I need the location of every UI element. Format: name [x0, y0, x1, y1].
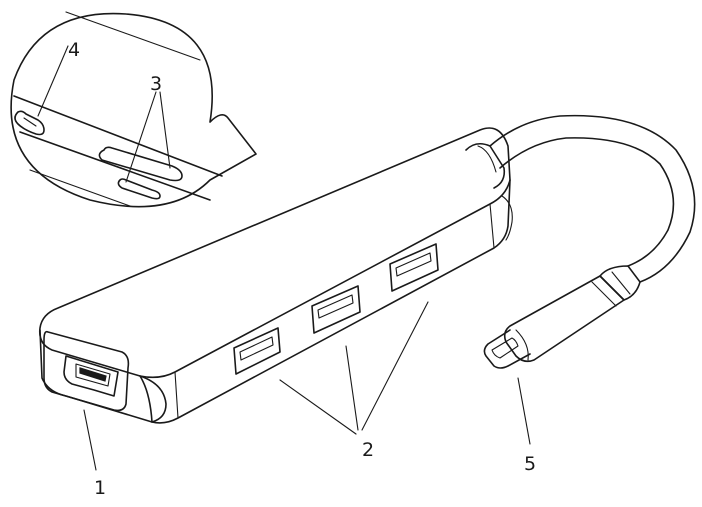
hub-end-cap	[139, 375, 167, 423]
leader-2c	[361, 301, 429, 431]
cable	[465, 114, 696, 301]
cable-inner	[499, 137, 675, 267]
callout-3: 3	[150, 73, 162, 95]
hub-top-face	[38, 127, 511, 379]
hub-front-face	[39, 179, 511, 424]
usb-a-ports	[233, 243, 439, 375]
leader-lines	[37, 45, 531, 471]
usb-c-port-detail	[14, 110, 45, 136]
usb-a-port-3	[389, 243, 439, 292]
magnifier-outline	[10, 12, 257, 208]
leader-1	[83, 409, 97, 471]
leader-5	[517, 377, 531, 445]
leader-3a	[125, 91, 157, 183]
usb-c-plug	[483, 275, 625, 369]
hub-bevel-line	[174, 371, 179, 419]
callout-2: 2	[362, 439, 374, 461]
usb-a-port-2	[311, 285, 361, 334]
callout-5: 5	[524, 453, 536, 475]
cable-hub-strain-relief	[465, 142, 506, 189]
card-slots-detail	[98, 146, 183, 200]
hdmi-port	[43, 330, 130, 412]
usb-c-plug-tip	[483, 329, 531, 369]
usb-a-port-1	[233, 327, 281, 375]
leader-2b	[345, 345, 359, 431]
usb-c-plug-housing	[503, 275, 625, 363]
hdmi-port-frame	[43, 330, 130, 412]
micro-sd-slot	[117, 178, 161, 200]
hdmi-socket	[63, 355, 119, 397]
sd-card-slot	[98, 146, 183, 182]
hub-body	[38, 127, 513, 424]
detail-magnifier	[10, 11, 257, 208]
callout-4: 4	[68, 39, 80, 61]
leader-2a	[279, 379, 357, 435]
callout-1: 1	[94, 477, 106, 499]
cable-outer	[489, 114, 696, 283]
leader-4	[37, 45, 69, 117]
leader-3b	[159, 91, 171, 169]
callout-labels: 4 3 1 2 5	[68, 39, 536, 499]
